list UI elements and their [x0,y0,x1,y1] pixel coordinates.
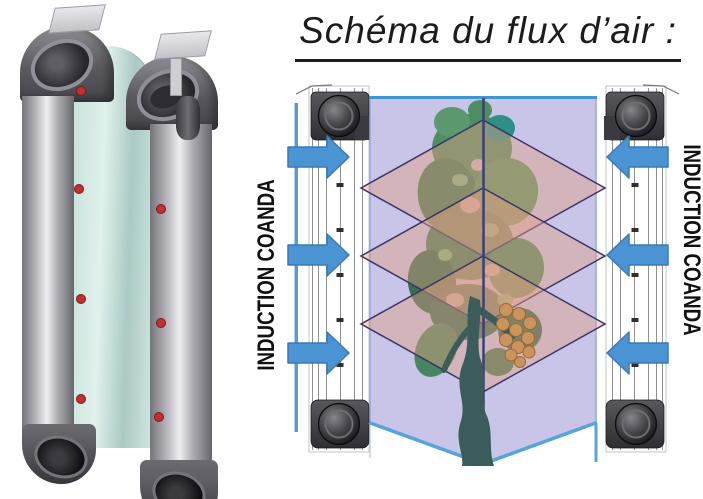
left-duct-label: INDUCTION COANDA [253,179,280,371]
tree-trunk [441,296,516,466]
left-duct-line [294,103,298,432]
right-column-bottom-cap [140,460,218,499]
valve-dot [76,294,86,304]
flow-arrow-left-icon [606,331,669,375]
flow-arrow-left-icon [606,135,669,179]
leaf-gaps [446,159,500,307]
page-title: Schéma du flux d’air : [276,10,700,62]
valve-dot [76,86,86,96]
left-column-render [20,26,114,485]
left-column-tube [22,96,74,432]
right-duct-label: INDUCTION COANDA [678,144,703,336]
valve-dot [74,184,84,194]
left-column-top-cap [20,26,114,102]
flow-arrow-right-icon [287,233,350,277]
right-column-tube [150,124,212,466]
flow-arrow-right-icon [287,135,350,179]
grape-cluster [496,303,537,368]
valve-dot [76,394,86,404]
valve-dot [154,412,164,422]
flow-arrow-left-icon [606,233,669,277]
duct-ticks [631,183,639,367]
page-title-text: Schéma du flux d’air : [295,10,681,62]
motor-bracket [170,58,182,96]
flow-arrow-right-icon [287,331,350,375]
product-3d-render [0,0,250,499]
valve-dot [156,318,166,328]
valve-dot [156,204,166,214]
left-column-bottom-cap [22,424,96,485]
right-duct-drawing [604,84,680,453]
motor-body [176,96,200,140]
duct-ticks [336,183,344,367]
